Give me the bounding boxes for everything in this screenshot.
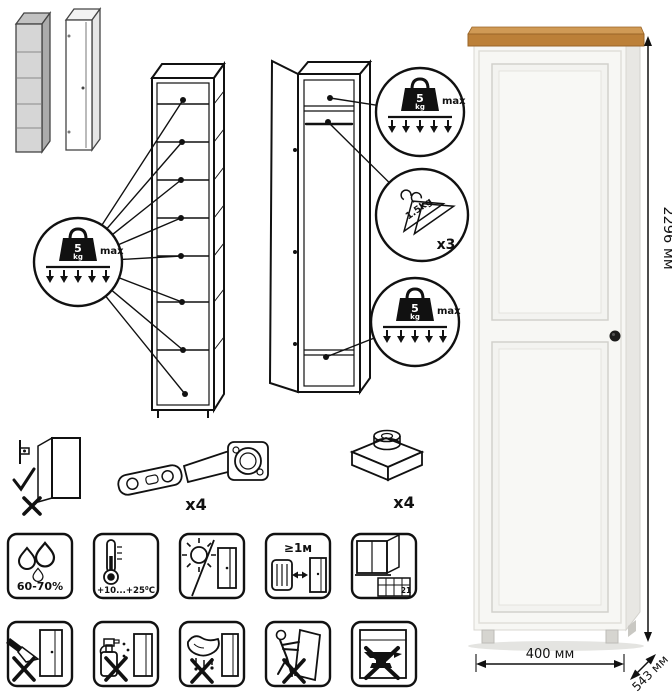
wood-top-face: [467, 26, 645, 35]
humidity-range: 60-70%: [17, 580, 63, 593]
heater-icon: [271, 559, 293, 591]
thermometer-icon: [103, 539, 122, 585]
weight-value: 5: [411, 302, 419, 315]
no-sharp-objects-icon: [6, 620, 74, 688]
heat-distance-icon: ≥1м: [264, 532, 332, 600]
foot-count: x4: [393, 493, 414, 512]
wardrobe-leg: [605, 629, 619, 644]
water-drops-icon: [17, 541, 56, 582]
door-upper-panel-inset: [498, 70, 602, 314]
closed-cabinet-thumbnail: [14, 11, 52, 154]
temperature-range: +10...+25⁰C: [97, 586, 155, 596]
shelf-weight-limit-badge: 5 kg max: [32, 216, 124, 308]
no-wet-cloth-icon: [178, 620, 246, 688]
width-dimension: 400 мм: [475, 647, 625, 672]
wall-mount-warning-icon: [12, 436, 81, 516]
wardrobe-open-diagram: [268, 59, 373, 396]
wood-top-edge: [467, 33, 645, 47]
no-heavy-load-icon: [350, 620, 418, 688]
kettlebell-icon: 5 kg: [396, 287, 434, 321]
min-heat-distance: ≥1м: [284, 541, 312, 555]
cabinet-glyph: [217, 547, 237, 589]
cabinet-glyph: [39, 629, 63, 677]
no-chemicals-icon: [92, 620, 160, 688]
hanger-load-badge: 1.5kg x3: [374, 167, 470, 263]
shelf-callout-lines: [77, 97, 188, 397]
door-knob: [609, 330, 621, 342]
kettlebell-icon: 5 kg: [59, 227, 97, 261]
max-label: max: [100, 246, 124, 257]
cabinet-glyph: [309, 557, 327, 593]
avoid-sunlight-icon: [178, 532, 246, 600]
wardrobe-leg: [481, 629, 495, 644]
open-window-icon: [355, 533, 400, 576]
wardrobe-side-panel: [625, 39, 641, 632]
floor-shadow: [468, 641, 644, 651]
wardrobe-leg-side: [628, 620, 636, 637]
width-value: 400 мм: [526, 647, 575, 662]
depth-dimension: 543 мм: [629, 652, 671, 694]
bottom-shelf-weight-limit-badge: 5 kg max: [369, 276, 461, 368]
ventilation-icon: 21: [350, 532, 418, 600]
sun-icon: [182, 538, 216, 572]
hanger-count-label: x3: [437, 237, 456, 253]
weight-unit: kg: [415, 103, 425, 111]
tilted-cabinet-glyph: [294, 628, 321, 682]
height-dimension: 2296 мм: [644, 36, 672, 642]
door-knob-highlight: [612, 333, 615, 336]
kettlebell-icon: 5 kg: [401, 77, 439, 111]
door-outline: [478, 50, 622, 624]
no-dragging-icon: [264, 620, 332, 688]
weight-unit: kg: [410, 313, 420, 321]
height-value: 2296 мм: [660, 206, 672, 269]
weight-value: 5: [416, 92, 424, 105]
cabinet-glyph: [133, 633, 153, 677]
cabinet-glyph: [221, 633, 239, 677]
shelf-unit-diagram: [150, 60, 226, 418]
wardrobe-render: [467, 26, 645, 651]
adjustable-foot-icon: [349, 429, 425, 482]
person-pushing-icon: [275, 629, 300, 677]
max-label: max: [437, 306, 461, 317]
concealed-hinge-icon: [117, 441, 269, 496]
weight-value: 5: [74, 242, 82, 255]
humidity-icon: 60-70%: [6, 532, 74, 600]
weight-unit: kg: [73, 253, 83, 261]
open-cabinet-thumbnail: [64, 7, 102, 152]
calendar-day: 21: [401, 586, 411, 595]
temperature-icon: +10...+25⁰C: [92, 532, 160, 600]
door-lower-panel-inset: [498, 348, 602, 606]
calendar-icon: 21: [377, 577, 411, 597]
top-shelf-weight-limit-badge: 5 kg max: [374, 66, 466, 158]
hinge-count: x4: [185, 495, 206, 514]
max-label: max: [442, 96, 466, 107]
knife-icon: [6, 638, 40, 663]
